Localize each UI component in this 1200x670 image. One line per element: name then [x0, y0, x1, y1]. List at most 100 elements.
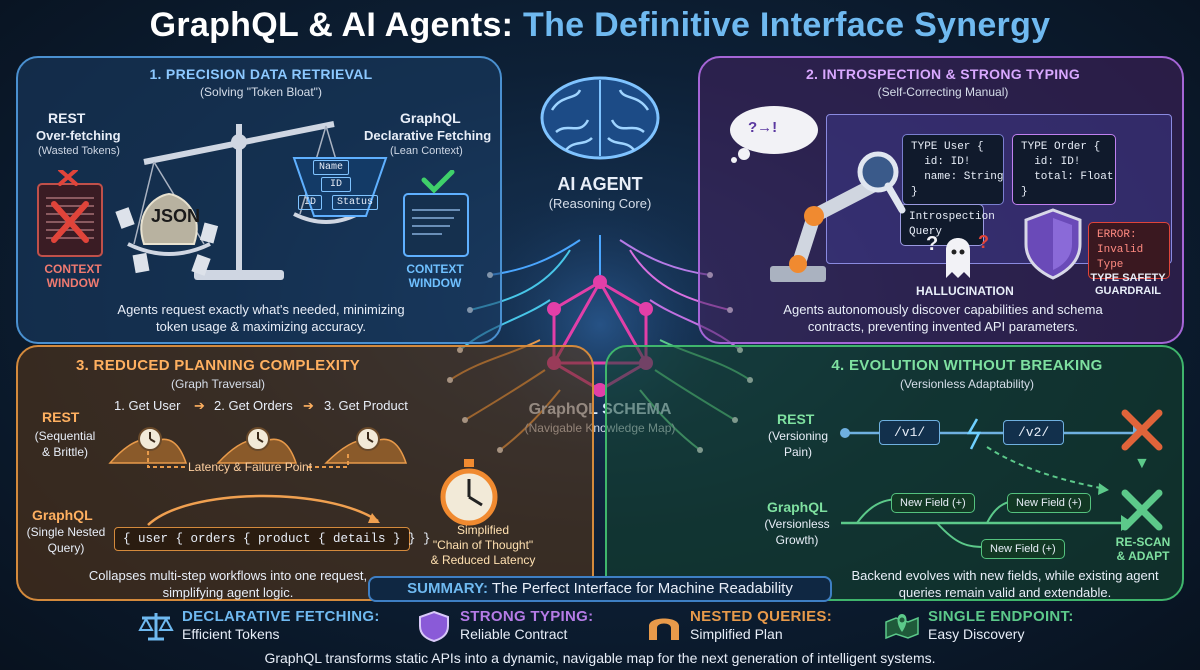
rest-overfetching-label: Over-fetching — [36, 128, 121, 143]
panel2-subheading: (Self-Correcting Manual) — [877, 85, 1009, 99]
rest-label-p3: REST — [42, 409, 80, 425]
nested-query-code: { user { orders { product { details } } … — [114, 527, 431, 551]
context-window-right-label-2: WINDOW — [408, 275, 462, 290]
type-order-code: TYPE Order { id: ID! total: Float} — [1012, 134, 1116, 206]
scale-icon — [138, 613, 174, 641]
new-field-pill-2: New Field (+) — [1007, 493, 1091, 513]
field-pill-status: Status — [332, 195, 379, 210]
rest-wasted-tokens-label: (Wasted Tokens) — [38, 145, 120, 157]
graphql-declarative-label: Declarative Fetching — [364, 128, 492, 143]
query-label: Query) — [47, 540, 85, 555]
map-pin-icon — [885, 614, 919, 640]
context-window-overflow-icon — [37, 170, 103, 257]
shield-guardrail-icon — [1024, 208, 1082, 280]
json-bag-label: JSON — [151, 206, 201, 226]
panel4-description-2: queries remain valid and extendable. — [898, 584, 1112, 600]
stopwatch-icon — [440, 459, 498, 526]
step-get-orders: 2. Get Orders — [214, 398, 293, 413]
latency-failure-label: Latency & Failure Point — [188, 460, 313, 474]
shield-icon — [419, 610, 449, 642]
panel4-heading: 4. EVOLUTION WITHOUT BREAKING — [831, 357, 1103, 374]
graphql-lean-context-label: (Lean Context) — [390, 145, 463, 157]
step-get-user: 1. Get User — [114, 398, 181, 413]
failure-point-bracket — [147, 451, 349, 468]
legend-title-2: STRONG TYPING: — [460, 608, 594, 625]
panel1-subheading: (Solving "Token Bloat") — [200, 85, 322, 99]
rest-label-p4: REST — [777, 411, 815, 427]
arch-icon — [649, 618, 679, 640]
ai-agent-label: AI AGENT — [557, 174, 643, 194]
type-user-code: TYPE User { id: ID! name: String} — [902, 134, 1004, 206]
summary-label: SUMMARY: — [407, 580, 488, 597]
legend-sub-1: Efficient Tokens — [182, 626, 280, 642]
versioning-label: (Versioning — [767, 429, 829, 443]
footer-tagline: GraphQL transforms static APIs into a dy… — [264, 650, 936, 666]
field-selection-funnel — [292, 157, 388, 217]
rescan-label: RE-SCAN — [1115, 535, 1171, 549]
new-field-pill-1: New Field (+) — [891, 493, 975, 513]
rest-brittle-label: & Brittle) — [41, 444, 88, 459]
thought-bubble-icon — [730, 106, 818, 163]
panel3-description-1: Collapses multi-step workflows into one … — [88, 568, 368, 583]
rest-sequential-label: (Sequential — [34, 429, 96, 443]
summary-text: The Perfect Interface for Machine Readab… — [487, 580, 793, 597]
growth-label: Growth) — [775, 532, 819, 547]
summary-bar: SUMMARY: The Perfect Interface for Machi… — [368, 576, 832, 602]
panel4-subheading: (Versionless Adaptability) — [899, 377, 1035, 391]
chain-of-thought-label: "Chain of Thought" — [432, 538, 534, 552]
panel1-heading: 1. PRECISION DATA RETRIEVAL — [149, 66, 373, 82]
field-pill-id-2: ID — [298, 195, 323, 210]
legend-title-3: NESTED QUERIES: — [690, 608, 833, 625]
legend-title-1: DECLARATIVE FETCHING: — [182, 608, 380, 625]
legend-sub-2: Reliable Contract — [460, 626, 568, 642]
step-get-product: 3. Get Product — [324, 398, 408, 413]
field-pill-id: ID — [321, 177, 352, 192]
graphql-label-p4: GraphQL — [767, 499, 828, 515]
new-field-pill-3: New Field (+) — [981, 539, 1065, 559]
adapt-label: & ADAPT — [1116, 549, 1170, 564]
rest-v2-endpoint: /v2/ — [1003, 420, 1065, 445]
ai-agent-sublabel: (Reasoning Core) — [548, 196, 652, 211]
panel3-heading: 3. REDUCED PLANNING COMPLEXITY — [75, 357, 361, 374]
rest-v1-endpoint: /v1/ — [879, 420, 941, 445]
panel4-description-1: Backend evolves with new fields, while e… — [851, 568, 1159, 583]
panel2-heading: 2. INTROSPECTION & STRONG TYPING — [805, 66, 1081, 82]
panel-reduced-planning-complexity: 3. REDUCED PLANNING COMPLEXITY (Graph Tr… — [16, 345, 594, 601]
robot-arm-icon — [770, 151, 906, 282]
svg-text:?: ? — [978, 232, 989, 252]
panel2-description-1: Agents autonomously discover capabilitie… — [783, 302, 1103, 317]
panel3-description-2: simplifying agent logic. — [162, 584, 294, 600]
reduced-latency-label: & Reduced Latency — [430, 553, 536, 567]
hallucination-ghost-icon: ? ? — [926, 232, 989, 278]
type-safety-label: TYPE SAFETY — [1090, 272, 1166, 284]
context-window-right-label-1: CONTEXT — [406, 262, 464, 276]
invalid-type-error: ERROR:Invalid Type — [1088, 222, 1170, 279]
title-part-1: GraphQL & AI Agents: — [149, 6, 524, 44]
rest-label: REST — [48, 110, 86, 126]
brain-icon — [540, 76, 660, 160]
pain-label: Pain) — [783, 444, 812, 459]
rescan-tools-icon — [1121, 489, 1163, 531]
hallucination-label: HALLUCINATION — [916, 284, 1014, 298]
page-title: GraphQL & AI Agents: The Definitive Inte… — [0, 6, 1200, 45]
balance-scale-icon — [115, 121, 359, 280]
panel-introspection-strong-typing: 2. INTROSPECTION & STRONG TYPING (Self-C… — [698, 56, 1184, 344]
graphql-label-p3: GraphQL — [32, 507, 93, 523]
panel1-description-2: token usage & maximizing accuracy. — [155, 318, 367, 334]
context-window-left-label-2: WINDOW — [46, 275, 100, 290]
context-window-lean-icon — [403, 170, 469, 257]
nested-query-arc — [147, 494, 380, 526]
single-nested-label: (Single Nested — [26, 525, 106, 539]
simplified-label: Simplified — [456, 523, 510, 537]
broken-tools-icon — [1121, 409, 1163, 451]
legend-sub-4: Easy Discovery — [928, 626, 1025, 642]
question-to-exclamation-icon: ?→! — [748, 119, 778, 136]
context-window-left-label-1: CONTEXT — [44, 262, 102, 276]
guardrail-label: GUARDRAIL — [1095, 285, 1161, 298]
field-pill-name: Name — [313, 160, 350, 175]
panel-precision-data-retrieval: 1. PRECISION DATA RETRIEVAL (Solving "To… — [16, 56, 502, 344]
versionless-label: (Versionless — [764, 517, 830, 531]
svg-text:?: ? — [926, 233, 938, 255]
title-part-2: The Definitive Interface Synergy — [523, 6, 1051, 44]
